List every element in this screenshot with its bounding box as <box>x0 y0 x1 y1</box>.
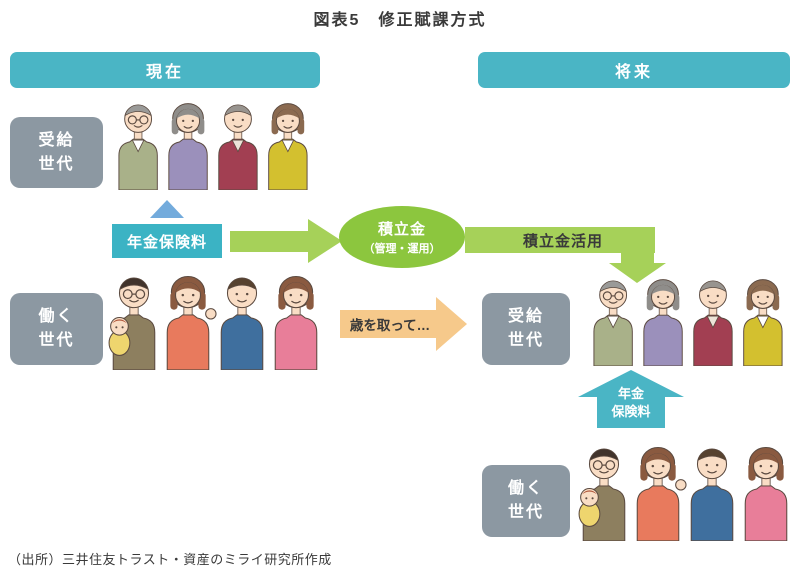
grandfather-green-vest <box>593 280 633 367</box>
working-family-group-future <box>577 437 793 546</box>
grandmother-mustard-jacket <box>743 279 783 367</box>
page-title: 図表5 修正賦課方式 <box>313 12 487 29</box>
grandmother-purple-cardigan <box>168 103 208 191</box>
premium-label-now: 年金保険料 <box>112 224 222 258</box>
elderly-group-future <box>588 270 788 371</box>
grandfather-green-vest <box>118 104 158 191</box>
working-family-group-present <box>107 266 323 375</box>
header-future: 将来 <box>478 52 790 88</box>
people-illustration <box>593 279 783 367</box>
aging-right-arrow-icon <box>340 297 467 351</box>
header-present: 現在 <box>10 52 320 88</box>
grandfather-maroon-sweater <box>218 104 258 191</box>
reserve-fund-sublabel: （管理・運用） <box>363 243 441 255</box>
reserve-fund-ellipse: 積立金 （管理・運用） <box>339 206 465 268</box>
box-recipients-generation-now: 受給 世代 <box>10 117 103 188</box>
mother-waving <box>636 446 687 542</box>
fund-use-label: 積立金活用 <box>522 232 603 250</box>
fund-inflow-right-arrow-icon <box>230 219 342 263</box>
grandmother-purple-cardigan <box>643 279 683 367</box>
young-woman-pink <box>744 446 788 542</box>
premium-label-future: 年金 保険料 <box>611 385 651 419</box>
premium-up-block-arrow-icon <box>578 370 684 428</box>
box-working-generation-future: 働く 世代 <box>482 465 570 537</box>
father-with-baby <box>578 448 626 542</box>
elderly-group-present <box>113 94 313 195</box>
people-illustration <box>578 446 788 542</box>
young-man-denim <box>690 448 734 542</box>
box-recipients-generation-future: 受給 世代 <box>482 293 570 365</box>
people-illustration <box>118 103 308 191</box>
grandmother-mustard-jacket <box>268 103 308 191</box>
reserve-fund-label: 積立金 <box>377 221 426 238</box>
young-woman-pink <box>274 275 318 371</box>
grandfather-maroon-sweater <box>693 280 733 367</box>
father-with-baby <box>108 277 156 371</box>
fund-use-elbow-down-arrow-icon <box>465 227 666 283</box>
mother-waving <box>166 275 217 371</box>
source-note: （出所）三井住友トラスト・資産のミライ研究所作成 <box>8 552 332 567</box>
box-working-generation-now: 働く 世代 <box>10 293 103 365</box>
young-man-denim <box>220 277 264 371</box>
people-illustration <box>108 275 318 371</box>
up-triangle-icon <box>150 200 184 218</box>
aging-label: 歳を取って… <box>349 318 431 333</box>
